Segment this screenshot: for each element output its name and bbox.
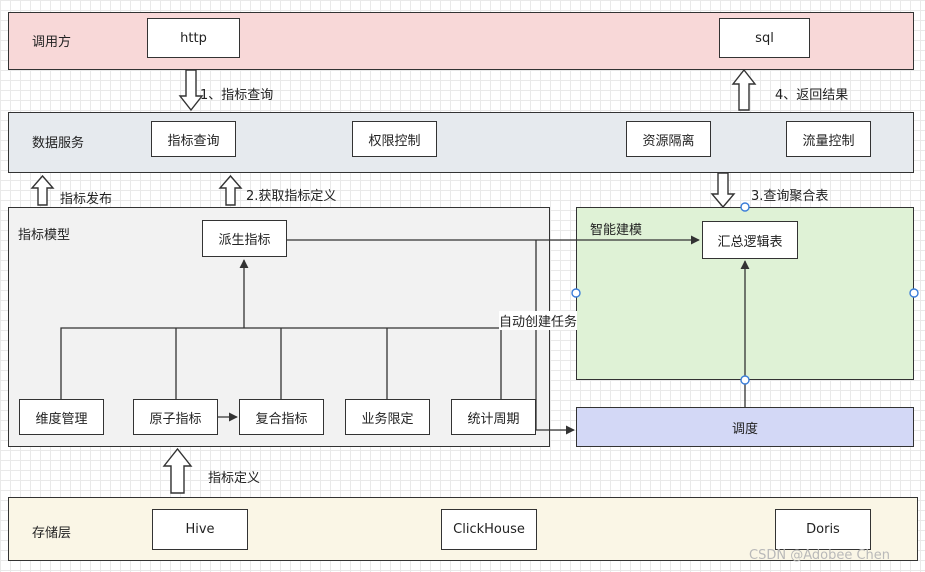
derived-metric-label: 派生指标 <box>218 233 271 248</box>
query-down-block-arrow <box>178 69 204 112</box>
resource-isolation-label: 资源隔离 <box>642 133 695 149</box>
summary-logical-table-box[interactable]: 汇总逻辑表 <box>702 221 798 259</box>
clickhouse-box[interactable]: ClickHouse <box>441 509 537 550</box>
schedule-box[interactable]: 调度 <box>576 407 914 447</box>
result-up-block-arrow <box>731 68 757 111</box>
composite-metric-box[interactable]: 复合指标 <box>239 399 324 435</box>
hive-label: Hive <box>185 522 215 537</box>
auto-task-label: 自动创建任务 <box>499 311 578 330</box>
statistical-period-label: 统计周期 <box>467 411 520 427</box>
dimension-management-box[interactable]: 维度管理 <box>19 399 104 435</box>
dimension-management-label: 维度管理 <box>35 411 88 427</box>
publish-label: 指标发布 <box>60 192 113 207</box>
definition-up-block-arrow <box>162 447 193 494</box>
composite-metric-label: 复合指标 <box>255 411 308 427</box>
derived-metric-box[interactable]: 派生指标 <box>202 220 287 257</box>
step3-label: 3.查询聚合表 <box>751 189 829 204</box>
sql-label: sql <box>755 30 774 46</box>
clickhouse-label: ClickHouse <box>453 522 525 537</box>
flow-control-label: 流量控制 <box>802 133 855 149</box>
query-aggregate-down-block-arrow <box>710 172 736 209</box>
resource-isolation-box[interactable]: 资源隔离 <box>626 121 711 157</box>
get-definition-up-block-arrow <box>218 174 243 206</box>
definition-label: 指标定义 <box>208 471 261 486</box>
business-qualifier-label: 业务限定 <box>361 411 414 427</box>
metric-query-label: 指标查询 <box>167 133 220 149</box>
metric-model-title: 指标模型 <box>18 228 71 243</box>
permission-control-box[interactable]: 权限控制 <box>352 121 437 157</box>
schedule-label: 调度 <box>731 421 758 437</box>
data-service-layer <box>8 112 914 173</box>
sql-box[interactable]: sql <box>719 18 810 58</box>
step4-label: 4、返回结果 <box>775 88 849 103</box>
step1-label: 1、指标查询 <box>200 88 274 103</box>
business-qualifier-box[interactable]: 业务限定 <box>345 399 430 435</box>
data-service-title: 数据服务 <box>32 136 85 151</box>
hive-box[interactable]: Hive <box>152 509 248 550</box>
atomic-metric-label: 原子指标 <box>149 411 202 427</box>
storage-title: 存储层 <box>32 526 72 541</box>
watermark: CSDN @Adobee Chen <box>749 548 891 563</box>
caller-title: 调用方 <box>32 35 72 50</box>
smart-modeling-title: 智能建模 <box>590 223 643 238</box>
publish-up-block-arrow <box>30 174 55 206</box>
metric-query-box[interactable]: 指标查询 <box>151 121 236 157</box>
statistical-period-box[interactable]: 统计周期 <box>451 399 536 435</box>
http-label: http <box>180 30 207 46</box>
summary-logical-table-label: 汇总逻辑表 <box>717 234 783 250</box>
http-box[interactable]: http <box>147 18 240 58</box>
step2-label: 2.获取指标定义 <box>246 189 337 204</box>
doris-label: Doris <box>806 522 840 537</box>
doris-box[interactable]: Doris <box>775 509 871 550</box>
permission-control-label: 权限控制 <box>368 133 421 149</box>
flow-control-box[interactable]: 流量控制 <box>786 121 871 157</box>
atomic-metric-box[interactable]: 原子指标 <box>133 399 218 435</box>
